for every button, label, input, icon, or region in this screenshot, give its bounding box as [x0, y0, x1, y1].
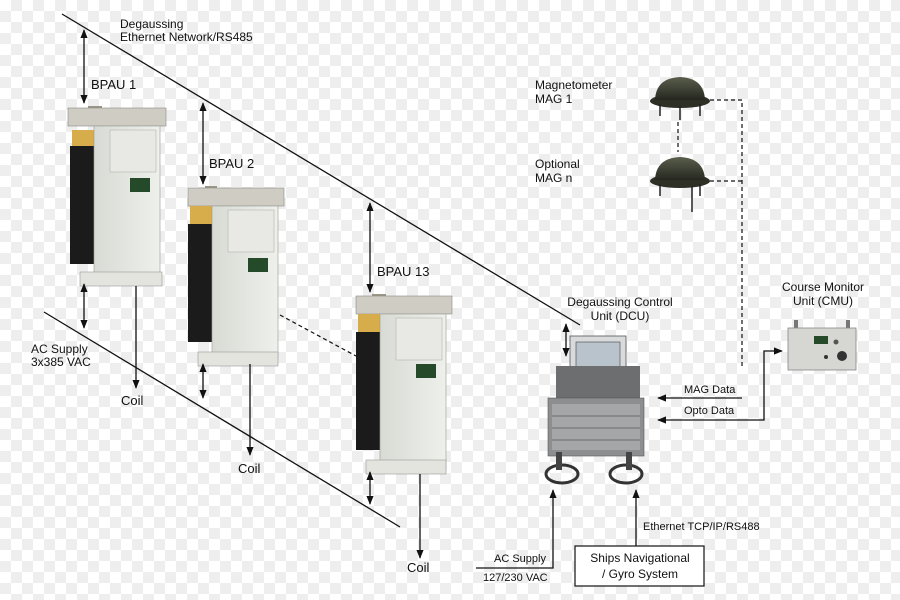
bpau13-cabinet — [355, 294, 453, 475]
coil-label-13: Coil — [407, 560, 430, 575]
ethernet-label: Ethernet TCP/IP/RS488 — [643, 521, 760, 533]
network-label-line1: Degaussing — [120, 17, 183, 31]
magnetometer-mag1 — [650, 77, 710, 120]
data-arrows — [476, 323, 783, 569]
dcu-console — [544, 335, 645, 485]
bpau2-label: BPAU 2 — [209, 156, 254, 171]
magnetometer-dashed-links — [677, 99, 743, 368]
bpau1-label: BPAU 1 — [91, 77, 136, 92]
mag1-label-line1: Magnetometer — [535, 78, 612, 92]
ships-nav-label-line1: Ships Navigational — [590, 551, 689, 565]
ac-supply-bus-line — [43, 311, 401, 528]
network-bus-line — [61, 13, 581, 326]
ships-nav-label-line2: / Gyro System — [602, 567, 678, 581]
dcu-label-line1: Degaussing Control — [567, 295, 672, 309]
bpau2-cabinet — [187, 186, 285, 367]
ac-supply-label-line2: 3x385 VAC — [31, 355, 91, 369]
bpau-continuation-dashed-line — [279, 314, 357, 357]
ships-nav-box — [574, 545, 705, 587]
network-label-line2: Ethernet Network/RS485 — [120, 30, 253, 44]
ac-supply2-label-line1: AC Supply — [494, 553, 546, 565]
mag1-label-line2: MAG 1 — [535, 92, 573, 106]
cmu-box — [787, 320, 857, 371]
coil-label-1: Coil — [121, 393, 144, 408]
magn-label-line1: Optional — [535, 157, 580, 171]
cmu-label-line1: Course Monitor — [782, 280, 864, 294]
magn-label-line2: MAG n — [535, 171, 572, 185]
coil-label-2: Coil — [238, 461, 261, 476]
bpau13-label: BPAU 13 — [377, 264, 430, 279]
ac-supply2-label-line2: 127/230 VAC — [483, 572, 548, 584]
bpau-connection-arrows — [80, 29, 424, 559]
bpau1-cabinet — [67, 106, 167, 287]
mag-data-label: MAG Data — [684, 384, 736, 396]
ac-supply-label-line1: AC Supply — [31, 342, 88, 356]
cmu-label-line2: Unit (CMU) — [793, 294, 853, 308]
opto-data-label: Opto Data — [684, 405, 735, 417]
magnetometer-magn — [650, 157, 710, 212]
dcu-label-line2: Unit (DCU) — [591, 309, 650, 323]
